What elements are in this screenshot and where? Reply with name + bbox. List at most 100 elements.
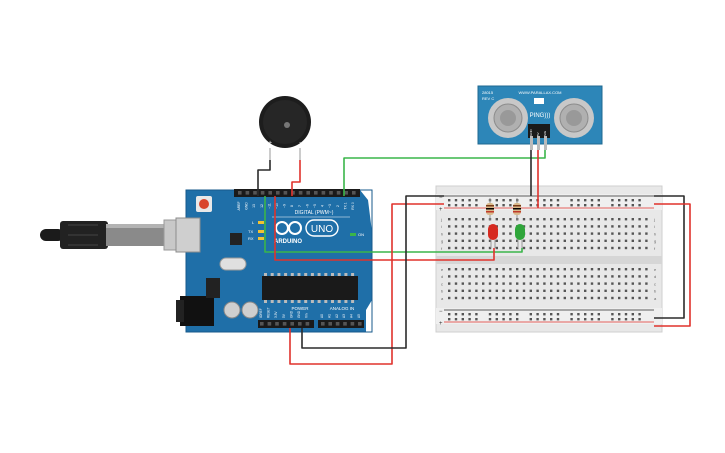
power-pin[interactable] [267, 322, 272, 326]
analog-pin-label: A2 [335, 314, 339, 318]
header-pin[interactable] [276, 191, 280, 195]
header-pin[interactable] [314, 191, 318, 195]
power-pin[interactable] [298, 322, 302, 326]
row-letter: e [441, 267, 444, 272]
bottom-rail-minus: − [439, 309, 443, 315]
top-rail-plus: + [439, 207, 443, 213]
led-tx-label: TX [248, 229, 253, 234]
wires [257, 150, 691, 365]
wire-rail-bridge-gnd[interactable] [654, 195, 685, 319]
analog-pin-label: A0 [320, 314, 324, 318]
analog-pin-label: A5 [357, 314, 361, 318]
row-letter: b [654, 289, 657, 294]
power-pin-label: GND [289, 310, 293, 318]
power-pin[interactable] [282, 322, 287, 326]
pin-label: ~6 [305, 204, 309, 208]
header-pin[interactable] [352, 191, 356, 195]
header-pin[interactable] [298, 191, 303, 195]
pin-label: 4 [321, 205, 325, 207]
power-pin-label: 3.3V [274, 311, 278, 318]
analog-pin[interactable] [343, 322, 347, 326]
wire-red-led[interactable] [274, 196, 495, 261]
header-pin[interactable] [283, 191, 288, 195]
row-letter: c [654, 281, 656, 286]
pin-label: ~3 [328, 204, 332, 208]
pin-label: 12 [260, 204, 264, 208]
power-pin[interactable] [275, 322, 279, 326]
analog-header[interactable] [318, 320, 364, 328]
led-rx-label: RX [248, 236, 254, 241]
row-letter: f [441, 246, 443, 251]
pin-label: ~10 [275, 203, 279, 209]
power-label: POWER [291, 306, 309, 311]
header-pin[interactable] [344, 191, 348, 195]
power-pin-label: IOREF [259, 308, 263, 318]
pin-label: ~9 [283, 204, 287, 208]
row-letter: g [441, 239, 443, 244]
arduino-logo: ARDUINO [274, 221, 302, 245]
digital-header[interactable] [234, 189, 360, 197]
row-letter: h [441, 231, 443, 236]
led-green[interactable] [515, 224, 525, 248]
wire-rail-bridge-5v[interactable] [654, 203, 691, 327]
sensor-pin-label: SIG [543, 130, 547, 136]
analog-pin-label: A4 [350, 314, 354, 318]
header-pin[interactable] [291, 191, 295, 195]
pin-label: 8 [290, 205, 294, 207]
row-letter: f [654, 246, 656, 251]
row-letter: g [654, 239, 656, 244]
wire-green-led[interactable] [264, 196, 523, 253]
analog-pin[interactable] [335, 322, 340, 326]
pin-label: TX 1 [343, 202, 347, 209]
analog-pin[interactable] [328, 322, 332, 326]
atmega-chip [262, 276, 358, 300]
usb-cable[interactable] [40, 219, 199, 251]
power-pin[interactable] [260, 322, 264, 326]
power-pin[interactable] [305, 322, 310, 326]
buzzer-minus: − [299, 140, 303, 147]
pin-label: 13 [252, 204, 256, 208]
header-pin[interactable] [336, 191, 341, 195]
analog-pin[interactable] [358, 322, 362, 326]
header-pin[interactable] [260, 191, 265, 195]
header-pin[interactable] [238, 191, 242, 195]
row-letter: i [441, 224, 442, 229]
power-pin[interactable] [290, 322, 294, 326]
pin-label: ~5 [313, 204, 317, 208]
pin-label: RX 0 [351, 202, 355, 210]
resistor-2[interactable] [513, 198, 521, 220]
pin-label: 2 [336, 205, 340, 207]
uno-label: UNO [311, 224, 333, 235]
power-pin-label: Vin [305, 313, 309, 318]
row-letter: d [441, 274, 443, 279]
header-pin[interactable] [253, 191, 257, 195]
row-letter: j [653, 217, 655, 222]
led-red[interactable] [488, 224, 498, 248]
power-pin-label: GND [297, 310, 301, 318]
wire-buzzer-gnd[interactable] [257, 160, 271, 196]
header-pin[interactable] [268, 191, 272, 195]
resistor-1[interactable] [486, 198, 494, 220]
header-pin[interactable] [245, 191, 250, 195]
pin-label: AREF [237, 201, 241, 210]
ping-ultrasonic-sensor[interactable]: 28015 REV C WWW.PARALLAX.COM PING))) GND… [477, 85, 603, 150]
wire-buzzer-signal[interactable] [291, 160, 301, 196]
wire-5v-rail[interactable] [289, 203, 444, 365]
header-pin[interactable] [329, 191, 333, 195]
wire-sensor-sig[interactable] [343, 150, 546, 196]
row-letter: d [654, 274, 656, 279]
analog-pin-label: A3 [342, 314, 346, 318]
wire-gnd-rail[interactable] [301, 195, 444, 349]
header-pin[interactable] [321, 191, 326, 195]
row-letter: j [440, 217, 442, 222]
sensor-part: 28015 [482, 90, 494, 95]
piezo-buzzer[interactable]: + − [259, 96, 311, 160]
analog-pin[interactable] [350, 322, 355, 326]
bottom-rail-plus: + [439, 321, 443, 327]
header-pin[interactable] [306, 191, 310, 195]
analog-pin[interactable] [321, 322, 325, 326]
row-letter: b [441, 289, 444, 294]
